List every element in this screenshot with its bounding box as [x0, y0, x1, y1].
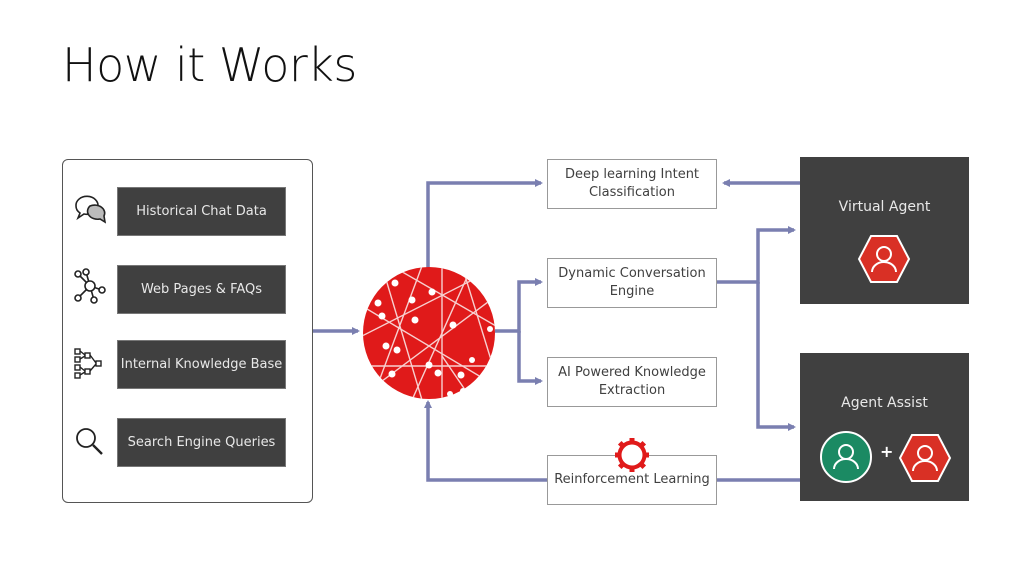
source-web-pages-faqs: Web Pages & FAQs — [117, 265, 286, 314]
source-historical-chat-data: Historical Chat Data — [117, 187, 286, 236]
arrow-hub-to-conversation — [495, 278, 543, 333]
process-reinforcement-learning: Reinforcement Learning — [547, 455, 717, 505]
arrow-hub-to-intent — [426, 179, 543, 268]
neural-network-sphere-icon — [362, 266, 496, 400]
process-knowledge-extraction: AI Powered Knowledge Extraction — [547, 357, 717, 407]
network-hub-icon — [72, 268, 108, 304]
process-intent-classification: Deep learning Intent Classification — [547, 159, 717, 209]
plus-sign: + — [880, 442, 894, 461]
arrow-hub-to-extraction — [517, 331, 543, 385]
gear-icon — [614, 437, 650, 473]
output-virtual-agent: Virtual Agent — [800, 157, 969, 304]
source-search-engine-queries: Search Engine Queries — [117, 418, 286, 467]
source-internal-knowledge-base: Internal Knowledge Base — [117, 340, 286, 389]
page-title: How it Works — [62, 38, 357, 92]
hierarchy-tree-icon — [72, 346, 108, 382]
virtual-agent-label: Virtual Agent — [838, 199, 931, 215]
human-agent-circle-icon — [820, 431, 872, 483]
bot-hexagon-icon — [898, 433, 952, 483]
magnifier-icon — [72, 424, 108, 460]
arrow-conversation-to-assist — [756, 282, 796, 431]
arrow-conversation-to-virtual — [716, 226, 796, 284]
arrow-rl-to-hub — [424, 400, 548, 482]
agent-assist-label: Agent Assist — [841, 395, 928, 411]
output-agent-assist: Agent Assist + — [800, 353, 969, 501]
bot-hexagon-icon — [857, 234, 911, 284]
chat-bubbles-icon — [72, 192, 108, 228]
process-conversation-engine: Dynamic Conversation Engine — [547, 258, 717, 308]
